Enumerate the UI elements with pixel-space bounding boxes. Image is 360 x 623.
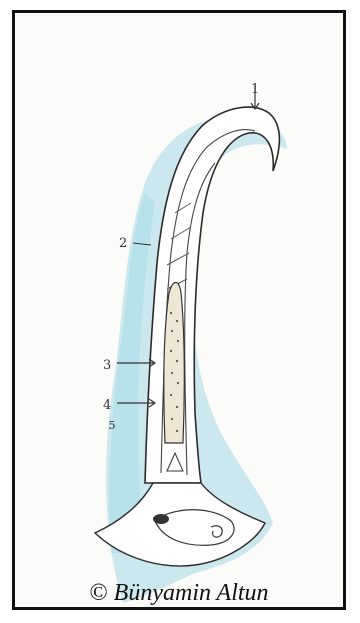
medulla — [164, 283, 185, 444]
hair-follicle-drawing — [15, 13, 349, 613]
label-3: 3 — [103, 359, 111, 372]
label-2: 2 — [119, 237, 127, 250]
copyright-symbol: © — [89, 580, 107, 606]
label-1: 1 — [251, 83, 259, 96]
label-5-vertical: 5 — [107, 421, 117, 431]
papilla-dark-spot — [153, 514, 169, 524]
figure-frame: 1 2 3 4 5 © Bünyamin Altun — [12, 10, 346, 610]
copyright-name: Bünyamin Altun — [114, 580, 269, 606]
label-4: 4 — [103, 399, 111, 412]
copyright-notice: © Bünyamin Altun — [15, 581, 343, 605]
